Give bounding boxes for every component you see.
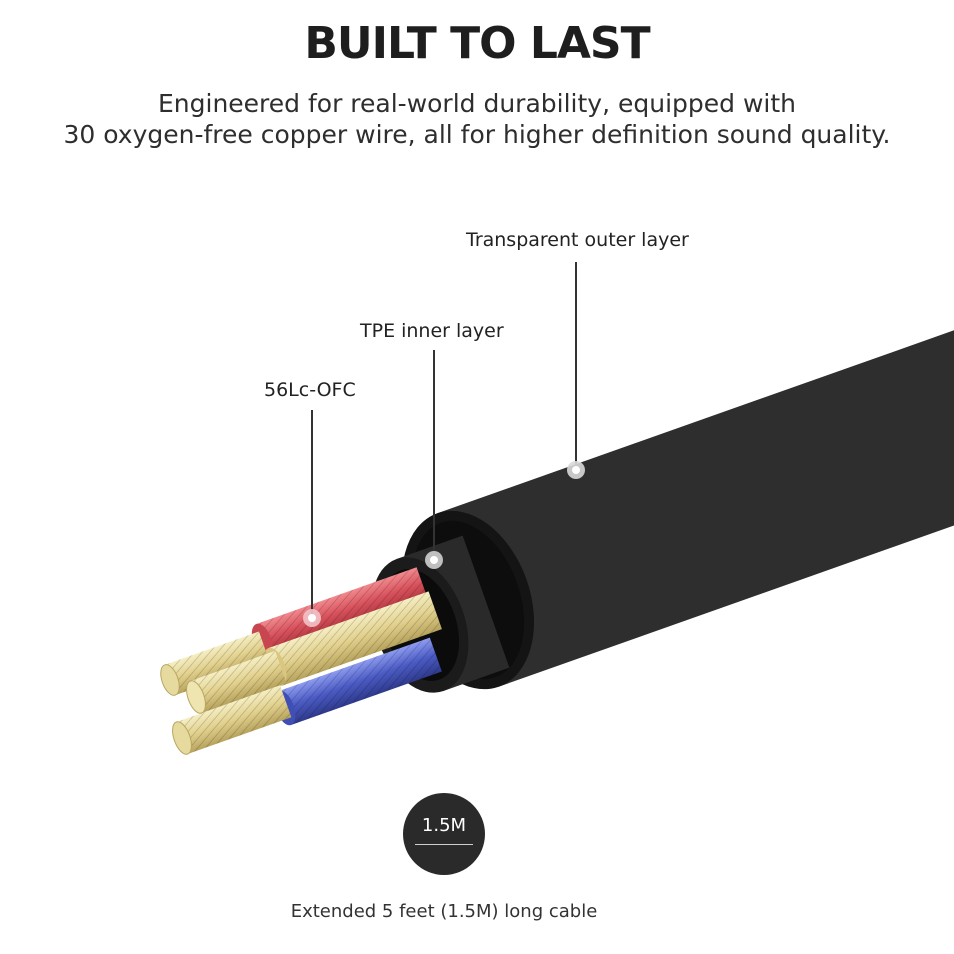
headline: BUILT TO LAST xyxy=(304,18,650,69)
subtitle-line-1: Engineered for real-world durability, eq… xyxy=(157,89,796,118)
length-badge-text: 1.5M xyxy=(421,815,467,836)
callout-outer-pointer xyxy=(567,262,585,479)
callout-core-pointer xyxy=(303,410,321,627)
core-label: 56Lc-OFC xyxy=(264,379,356,401)
callout-inner-pointer xyxy=(425,350,443,569)
length-caption: Extended 5 feet (1.5M) long cable xyxy=(290,901,598,922)
length-badge: 1.5M xyxy=(403,793,485,875)
core-wires xyxy=(160,567,442,755)
subtitle: Engineered for real-world durability, eq… xyxy=(0,88,954,150)
outer-layer-label: Transparent outer layer xyxy=(466,229,689,251)
subtitle-line-2: 30 oxygen-free copper wire, all for high… xyxy=(63,120,891,149)
length-badge-rule xyxy=(415,844,473,845)
inner-layer-label: TPE inner layer xyxy=(360,320,504,342)
